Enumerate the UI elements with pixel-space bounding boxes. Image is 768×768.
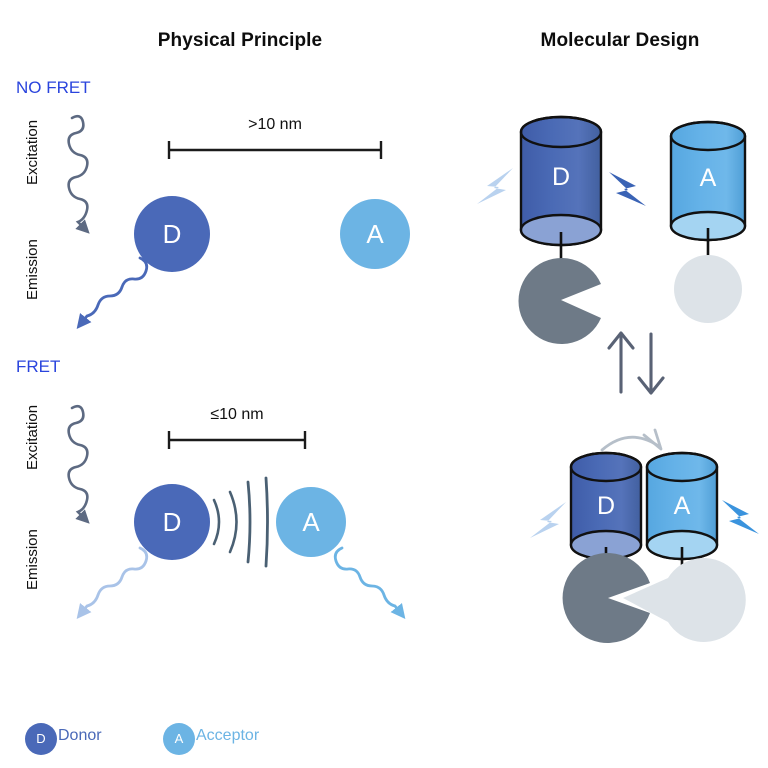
donor-barrel-unbound [519,115,603,247]
column-title-molecular-design: Molecular Design [540,30,700,51]
excitation-bolt-icon-donor-unbound [477,168,513,204]
distance-bar-no-fret [167,141,383,159]
donor-letter-fret: D [162,507,182,537]
emission-squiggle-icon-acceptor-fret [333,546,406,619]
excitation-squiggle-icon [67,114,90,234]
acceptor-fluorophore-circle-fret [276,487,346,557]
state-label-fret: FRET [16,357,61,376]
donor-barrel-bound [569,451,643,561]
emission-bolt-icon-acceptor-bound [722,500,759,534]
legend-donor-label: Donor [58,727,102,744]
legend-acceptor-marker-letter: A [174,731,184,746]
legend-donor-marker [25,723,57,755]
emission-squiggle-icon-donor-no-fret [76,256,149,329]
receptor-pacman-icon-unbound [518,258,601,344]
equilibrium-arrows-icon [607,331,665,395]
distance-bar-fret [167,431,307,449]
ligand-ball-icon-bound [623,558,746,642]
state-label-no-fret: NO FRET [16,78,91,97]
emission-bolt-icon-donor-unbound [609,172,646,206]
legend-acceptor-label: Acceptor [196,727,260,744]
ligand-ball-icon-unbound [674,255,742,323]
legend-acceptor-marker [163,723,195,755]
acceptor-barrel-letter-bound: A [673,492,691,520]
distance-label-no-fret: >10 nm [248,116,302,133]
acceptor-barrel-unbound [669,120,747,242]
donor-fluorophore-circle-fret [134,484,210,560]
excitation-bolt-icon-donor-bound [530,502,566,538]
column-title-physical-principle: Physical Principle [157,30,323,51]
legend-donor-marker-letter: D [36,731,46,746]
acceptor-letter-fret: A [302,507,320,537]
donor-fluorophore-circle-no-fret [134,196,210,272]
acceptor-barrel-letter-unbound: A [699,164,717,192]
donor-barrel-letter-bound: D [596,492,616,520]
binding-curved-arrow-icon [600,428,663,452]
donor-letter-no-fret: D [162,219,182,249]
distance-label-fret: ≤10 nm [210,406,264,423]
emission-squiggle-icon-donor-fret [76,546,149,619]
energy-transfer-waves-icon [212,476,269,568]
donor-barrel-letter-unbound: D [551,163,571,191]
acceptor-barrel-bound [645,451,719,561]
acceptor-letter-no-fret: A [366,219,384,249]
excitation-squiggle-icon-fret [67,404,90,524]
receptor-pacman-icon-bound [562,552,650,643]
acceptor-fluorophore-circle-no-fret [340,199,410,269]
